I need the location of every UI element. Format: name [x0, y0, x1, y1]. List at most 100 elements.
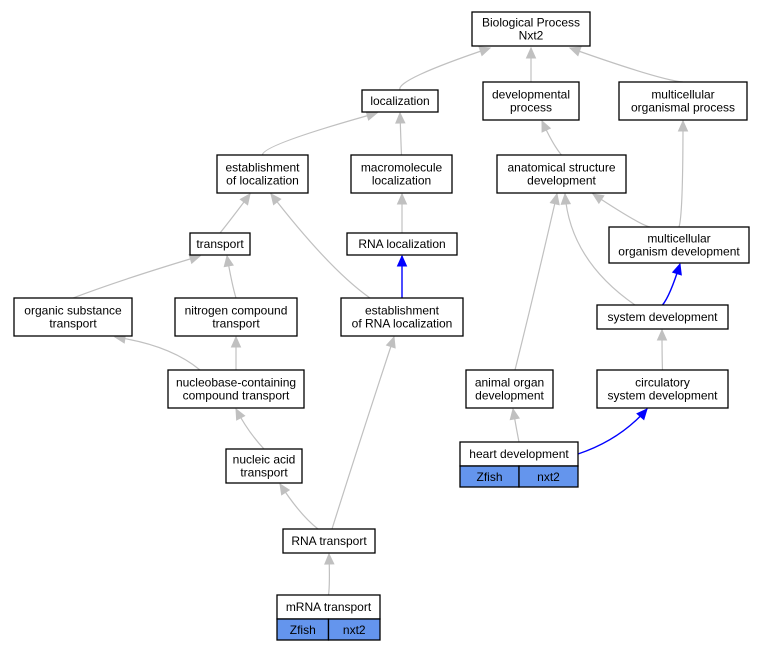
edge-heart-to-circ	[577, 408, 648, 455]
node-label-line: multicellular	[651, 88, 714, 102]
node-label-line: localization	[370, 94, 429, 108]
node-label-line: development	[475, 389, 544, 403]
node-label-line: development	[527, 174, 596, 188]
node-box	[459, 441, 579, 467]
node-label-line: establishment	[225, 161, 300, 175]
node-label-line: anatomical structure	[507, 161, 615, 175]
node-label-line: transport	[196, 237, 244, 251]
arrowhead-heart-to-animorg	[509, 407, 520, 421]
node-label-line: circulatory	[635, 376, 690, 390]
arrowhead-estrna-to-rnatrans	[385, 335, 396, 349]
annotation-label: Zfish	[476, 470, 502, 484]
node-box	[496, 154, 627, 194]
node-label-line: nucleic acid	[233, 453, 296, 467]
node-label-line: multicellular	[647, 232, 710, 246]
node-box	[618, 81, 748, 121]
arrowhead-heart-to-circ	[636, 408, 648, 421]
node-label-line: establishment	[365, 304, 440, 318]
node-box	[346, 232, 458, 256]
node-box	[282, 528, 376, 554]
arrowhead-orgsub-to-transport	[188, 253, 202, 265]
arrowhead-localization-to-bp	[478, 46, 492, 57]
annotation-label: Zfish	[290, 623, 316, 637]
node-box	[189, 232, 251, 256]
node-label-line: mRNA transport	[286, 600, 372, 614]
arrowhead-estrna-to-estloc	[270, 193, 282, 206]
arrowhead-mrna-to-rnatrans	[324, 552, 335, 565]
node-box	[465, 369, 554, 409]
arrowhead-transport-to-estloc	[239, 193, 251, 206]
node-rnatrans[interactable]: RNA transport	[282, 528, 376, 554]
arrowhead-estrna-to-rnaloc	[396, 254, 408, 267]
edges-layer	[72, 46, 689, 596]
annotation-cell[interactable]	[327, 618, 381, 641]
node-label-line: nitrogen compound	[185, 304, 288, 318]
node-box	[216, 154, 309, 194]
node-box	[13, 297, 133, 337]
node-box	[482, 81, 580, 121]
node-label-line: process	[510, 101, 552, 115]
node-box	[608, 226, 750, 264]
node-label-line: RNA localization	[358, 237, 445, 251]
node-label-line: transport	[240, 466, 288, 480]
node-label-line: transport	[49, 317, 97, 331]
node-label-line: nucleobase-containing	[176, 376, 296, 390]
annotation-label: nxt2	[343, 623, 366, 637]
node-box	[167, 369, 305, 409]
annotation-label: nxt2	[537, 470, 560, 484]
edge-mcproc-to-bp	[569, 47, 684, 83]
edge-mcdev-to-mcproc	[678, 120, 684, 228]
node-transport[interactable]: transport	[189, 232, 251, 256]
node-localization[interactable]: localization	[361, 89, 439, 113]
node-box	[174, 297, 298, 337]
arrowhead-sysdev-to-mcdev	[671, 262, 682, 276]
edge-estrna-to-estloc	[270, 193, 371, 299]
edge-animorg-to-anatdev	[514, 193, 558, 371]
node-label-line: localization	[372, 174, 431, 188]
arrowhead-nucacid-to-nucleobase	[235, 407, 246, 421]
node-label-line: Nxt2	[519, 29, 544, 43]
node-label-line: system development	[607, 389, 718, 403]
arrowhead-rnaloc-to-macroloc	[396, 192, 408, 205]
annotation-cell[interactable]	[518, 465, 579, 488]
node-box	[276, 594, 381, 620]
edge-nucleobase-to-orgsub	[114, 336, 201, 371]
arrowhead-rnatrans-to-nucacid	[279, 482, 291, 496]
node-label-line: macromolecule	[361, 161, 443, 175]
node-label-line: organismal process	[631, 101, 735, 115]
node-sysdev[interactable]: system development	[596, 304, 729, 330]
node-box	[350, 154, 453, 194]
arrowhead-sysdev-to-anatdev	[560, 192, 572, 205]
arrowhead-anatdev-to-devproc	[541, 119, 552, 133]
node-box	[471, 11, 591, 47]
node-label-line: of localization	[226, 174, 299, 188]
edge-orgsub-to-transport	[72, 255, 201, 299]
arrowhead-mcproc-to-bp	[568, 46, 582, 57]
node-label-line: Biological Process	[482, 16, 580, 30]
arrowhead-nitro-to-transport	[223, 254, 234, 268]
arrowhead-circ-to-sysdev	[656, 328, 668, 341]
arrowhead-devproc-to-bp	[525, 46, 537, 59]
node-box	[225, 448, 303, 484]
node-box	[596, 304, 729, 330]
node-rnaloc[interactable]: RNA localization	[346, 232, 458, 256]
node-label-line: developmental	[492, 88, 570, 102]
